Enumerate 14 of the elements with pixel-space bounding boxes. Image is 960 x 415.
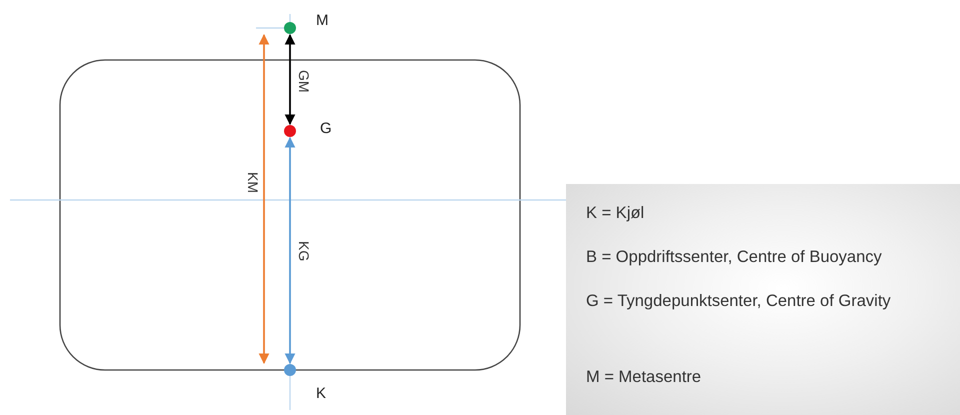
- edge-label: GM: [297, 70, 311, 92]
- double-arrow: [284, 34, 296, 126]
- point-letter: M: [316, 12, 328, 29]
- definition-panel: [566, 184, 960, 415]
- definition-text: M = Metasentre: [586, 367, 702, 388]
- point-letter: G: [320, 120, 332, 137]
- definition-text: B = Oppdriftssenter, Centre of Buoyancy: [586, 247, 883, 268]
- definition-text: G = Tyngdepunktsenter, Centre of Gravity: [586, 291, 892, 312]
- edge-label: KM: [246, 172, 260, 193]
- edge-label: KG: [297, 240, 311, 261]
- double-arrow: [258, 34, 270, 364]
- definition-text: K = Kjøl: [586, 203, 646, 224]
- point-letter: K: [316, 385, 326, 402]
- double-arrow: [284, 136, 296, 364]
